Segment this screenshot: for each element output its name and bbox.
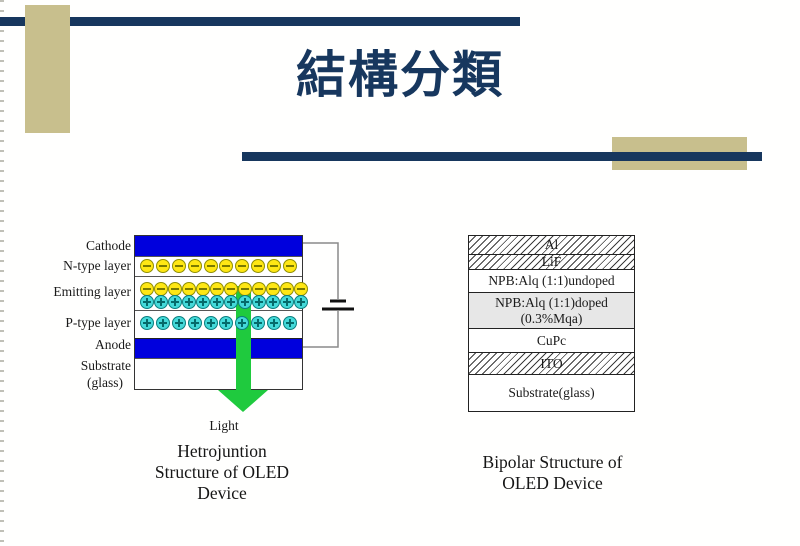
layer-text: NPB:Alq (1:1)undoped xyxy=(488,273,615,288)
cupc-layer: CuPc xyxy=(469,328,634,352)
top-divider-bar xyxy=(0,17,520,26)
electron-particle xyxy=(154,282,168,296)
npb-alq-undoped-layer: NPB:Alq (1:1)undoped xyxy=(469,269,634,292)
hole-particle xyxy=(203,316,218,330)
hole-row-ptype xyxy=(140,316,297,330)
hole-particle xyxy=(140,295,154,309)
electron-row-ntype xyxy=(140,259,297,273)
light-emission-arrow xyxy=(236,286,251,392)
oled-layer-stack xyxy=(134,235,308,390)
heterojunction-caption: Hetrojuntion Structure of OLED Device xyxy=(112,441,332,504)
p-type-layer xyxy=(135,310,302,338)
electron-particle xyxy=(196,282,210,296)
electron-particle xyxy=(224,282,238,296)
substrate-glass-layer: Substrate(glass) xyxy=(469,374,634,411)
electron-particle xyxy=(219,259,234,273)
hole-particle xyxy=(238,295,252,309)
layer-text: Al xyxy=(544,237,559,252)
cathode-wire xyxy=(303,242,339,299)
hole-particle xyxy=(168,295,182,309)
npb-alq-doped-layer: NPB:Alq (1:1)doped (0.3%Mqa) xyxy=(469,292,634,328)
electron-particle xyxy=(235,259,250,273)
layer-text: Substrate(glass) xyxy=(508,385,595,400)
electron-particle xyxy=(171,259,186,273)
caption-line: OLED Device xyxy=(502,473,603,493)
emitting-layer xyxy=(135,276,302,310)
bipolar-caption: Bipolar Structure of OLED Device xyxy=(445,452,660,494)
hole-particle xyxy=(252,295,266,309)
electron-particle xyxy=(252,282,266,296)
title-underline-bar xyxy=(242,152,762,161)
ito-layer: ITO xyxy=(469,352,634,374)
hole-particle xyxy=(266,295,280,309)
electron-particle xyxy=(140,259,154,273)
hole-particle xyxy=(154,295,168,309)
slide-title: 結構分類 xyxy=(296,47,504,103)
caption-line: Bipolar Structure of xyxy=(482,452,623,472)
electron-particle xyxy=(210,282,224,296)
caption-line: Hetrojuntion xyxy=(177,441,267,461)
hole-particle xyxy=(282,316,297,330)
electron-particle xyxy=(155,259,170,273)
n-type-layer xyxy=(135,256,302,276)
layer-label-ptype: P-type layer xyxy=(65,315,131,330)
hole-particle xyxy=(140,316,154,330)
electron-row-emitting xyxy=(140,282,308,296)
electron-particle xyxy=(266,282,280,296)
layer-label-cathode: Cathode xyxy=(86,238,131,253)
electron-particle xyxy=(168,282,182,296)
electron-particle xyxy=(280,282,294,296)
electron-particle xyxy=(182,282,196,296)
electron-particle xyxy=(238,282,252,296)
layer-text: NPB:Alq (1:1)doped xyxy=(495,294,608,310)
layer-label-substrate: Substrate xyxy=(80,358,131,373)
electron-particle xyxy=(282,259,297,273)
slide-edge-tick-marks xyxy=(0,0,4,546)
hole-particle xyxy=(251,316,266,330)
substrate-layer xyxy=(135,358,302,389)
layer-text-line2: (0.3%Mqa) xyxy=(520,310,583,326)
caption-line: Device xyxy=(197,483,247,503)
bipolar-layer-stack: Al LiF NPB:Alq (1:1)undoped NPB:Alq (1:1… xyxy=(468,235,635,412)
anode-wire xyxy=(303,311,339,348)
layer-label-emitting: Emitting layer xyxy=(53,284,131,299)
cathode-layer xyxy=(135,236,302,256)
hole-row-emitting xyxy=(140,295,308,309)
layer-text: LiF xyxy=(541,254,562,269)
hole-particle xyxy=(235,316,250,330)
layer-label-ntype: N-type layer xyxy=(63,258,131,273)
hole-particle xyxy=(171,316,186,330)
electron-particle xyxy=(187,259,202,273)
hole-particle xyxy=(224,295,238,309)
layer-text: ITO xyxy=(540,355,563,371)
electron-particle xyxy=(203,259,218,273)
lif-layer: LiF xyxy=(469,254,634,269)
electron-particle xyxy=(251,259,266,273)
hole-particle xyxy=(219,316,234,330)
hole-particle xyxy=(187,316,202,330)
electron-particle xyxy=(294,282,308,296)
hole-particle xyxy=(294,295,308,309)
layer-label-anode: Anode xyxy=(95,337,131,352)
tan-accent-rect-left xyxy=(25,5,70,133)
hole-particle xyxy=(155,316,170,330)
hole-particle xyxy=(196,295,210,309)
layer-text: CuPc xyxy=(536,332,567,348)
battery-circuit xyxy=(303,242,354,348)
hole-particle xyxy=(182,295,196,309)
light-emission-arrowhead xyxy=(218,390,268,412)
hole-particle xyxy=(267,316,281,330)
caption-line: Structure of OLED xyxy=(154,462,290,482)
hole-particle xyxy=(210,295,224,309)
layer-label-glass: (glass) xyxy=(87,375,123,390)
hole-particle xyxy=(280,295,294,309)
electron-particle xyxy=(267,259,281,273)
anode-layer xyxy=(135,338,302,358)
electron-particle xyxy=(140,282,154,296)
light-label: Light xyxy=(209,418,239,433)
al-layer: Al xyxy=(469,236,634,254)
